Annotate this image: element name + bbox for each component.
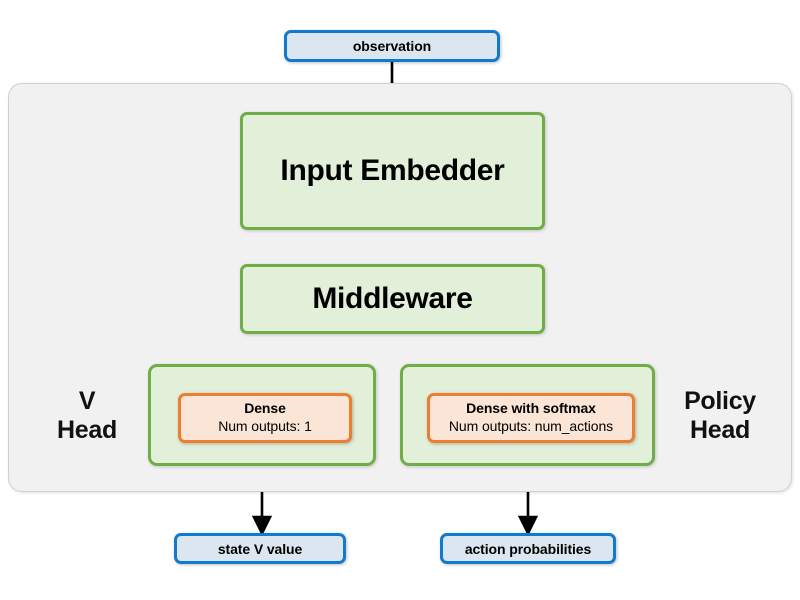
observation-label: observation (352, 38, 432, 54)
node-dense-softmax[interactable]: Dense with softmax Num outputs: num_acti… (427, 393, 635, 443)
dense-v-subtitle: Num outputs: 1 (218, 418, 312, 434)
dense-softmax-subtitle: Num outputs: num_actions (448, 418, 614, 434)
dense-softmax-title: Dense with softmax (466, 400, 596, 417)
caption-v-head: V Head (34, 383, 140, 449)
node-action-probabilities[interactable]: action probabilities (440, 533, 616, 564)
node-state-v-value[interactable]: state V value (174, 533, 346, 564)
policy-head-caption-line2: Head (690, 416, 750, 444)
node-middleware[interactable]: Middleware (240, 264, 545, 334)
policy-head-caption-line1: Policy (684, 386, 756, 415)
node-dense-v[interactable]: Dense Num outputs: 1 (178, 393, 352, 443)
input-embedder-label: Input Embedder (280, 154, 505, 187)
action-probabilities-label: action probabilities (464, 540, 592, 557)
caption-policy-head: Policy Head (664, 383, 776, 449)
node-observation[interactable]: observation (284, 30, 500, 62)
state-v-value-label: state V value (217, 540, 303, 557)
dense-v-title: Dense (244, 400, 286, 417)
v-head-caption-line1: V (78, 386, 96, 415)
group-policy-head[interactable]: Dense with softmax Num outputs: num_acti… (400, 364, 655, 466)
group-v-head[interactable]: Dense Num outputs: 1 (148, 364, 376, 466)
middleware-label: Middleware (312, 282, 473, 315)
v-head-caption-line2: Head (57, 416, 117, 444)
node-input-embedder[interactable]: Input Embedder (240, 112, 545, 230)
